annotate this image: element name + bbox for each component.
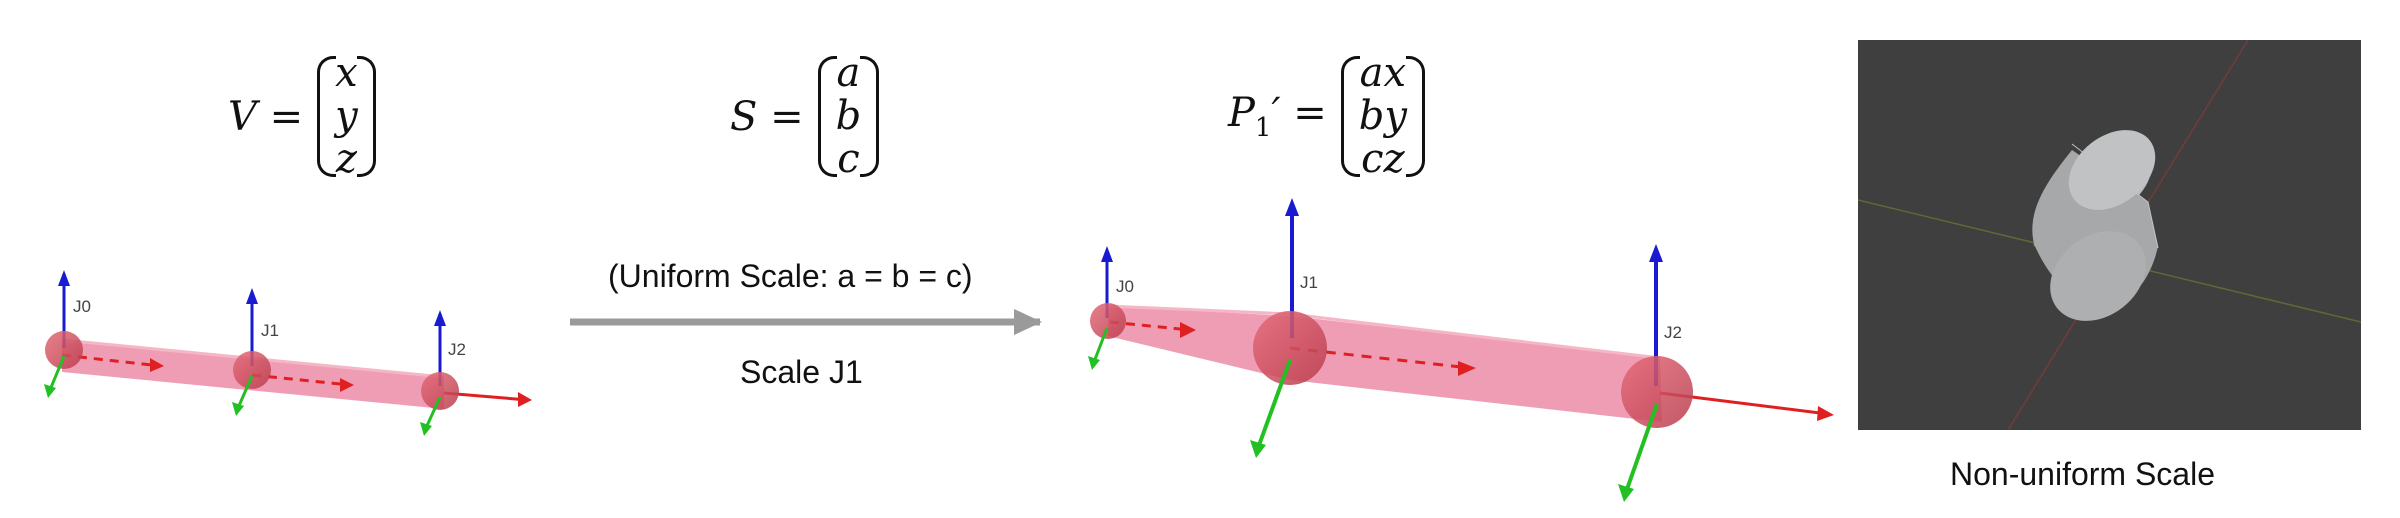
- equation-p-lhs: P1′ =: [1228, 90, 1327, 143]
- caption-non-uniform: Non-uniform Scale: [1950, 456, 2215, 492]
- joint-before-j1: [232, 288, 271, 416]
- arrow-label-top: (Uniform Scale: a = b = c): [608, 258, 973, 294]
- equation-v: V = x y z: [228, 52, 376, 181]
- vector-p-entry: by: [1358, 93, 1407, 139]
- joint-label: J1: [1300, 273, 1318, 292]
- arrow-label-bottom: Scale J1: [740, 354, 863, 390]
- equation-s-lhs: S =: [730, 93, 804, 140]
- vector-v-entry: y: [335, 93, 358, 139]
- joint-label: J0: [1116, 277, 1134, 296]
- joint-after-j2: [1618, 244, 1693, 502]
- equation-v-lhs: V =: [228, 93, 304, 140]
- 3d-viewport: [1858, 40, 2361, 430]
- skeleton-after: [1088, 198, 1834, 502]
- joint-after-j0: [1088, 246, 1126, 370]
- equation-s: S = a b c: [730, 52, 879, 181]
- vector-v-entry: z: [335, 136, 357, 182]
- skeleton-before: [44, 270, 532, 436]
- joint-label: J2: [1664, 323, 1682, 342]
- bone-after: [1108, 306, 1662, 422]
- equation-p: P1′ = ax by cz: [1228, 50, 1426, 182]
- joint-label: J0: [73, 297, 91, 316]
- vector-p: ax by cz: [1340, 50, 1426, 182]
- vector-s-entry: c: [837, 136, 860, 182]
- joint-before-j2: [420, 310, 459, 436]
- equation-p-subscript: 1: [1254, 113, 1272, 143]
- vector-s-entry: b: [835, 93, 862, 139]
- vector-p-entry: cz: [1361, 136, 1405, 182]
- equation-p-symbol: P: [1228, 90, 1255, 136]
- cylinder-object: [2032, 130, 2159, 321]
- vector-p-entry: ax: [1359, 50, 1407, 96]
- vector-v-entry: x: [335, 50, 358, 96]
- joint-label: J2: [448, 340, 466, 359]
- joint-after-j1: [1250, 198, 1327, 458]
- equation-p-prime-equals: ′ =: [1271, 90, 1327, 136]
- vector-s: a b c: [817, 50, 880, 182]
- vector-v: x y z: [317, 52, 376, 181]
- vector-s-entry: a: [836, 50, 861, 96]
- viewport-render: [1858, 40, 2361, 430]
- joint-before-j0: [44, 270, 83, 398]
- joint-label: J1: [261, 321, 279, 340]
